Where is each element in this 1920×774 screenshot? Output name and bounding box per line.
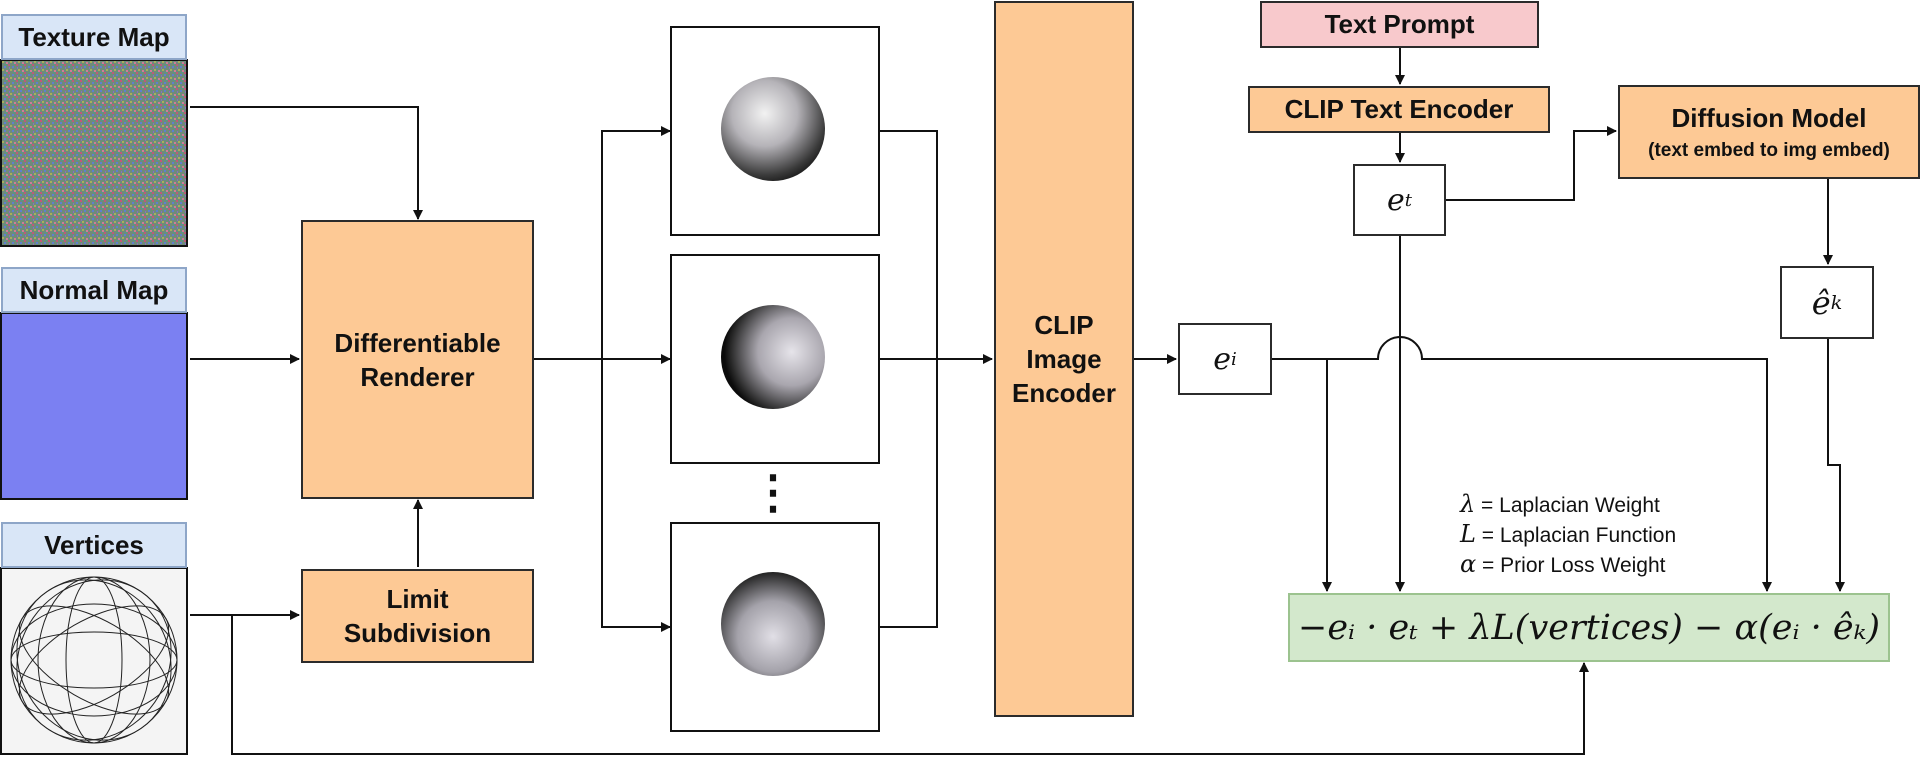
diffusion-model: Diffusion Model (text embed to img embed… — [1618, 85, 1920, 179]
differentiable-renderer: Differentiable Renderer — [301, 220, 534, 499]
diffusion-model-subtitle: (text embed to img embed) — [1648, 139, 1890, 161]
legend-symbol: λ — [1460, 490, 1476, 518]
vertices-label: Vertices — [1, 522, 187, 568]
normal-map-image — [0, 312, 188, 500]
et-symbol: e — [1387, 182, 1405, 218]
vertices-image — [0, 567, 188, 755]
rendered-sphere-3 — [721, 572, 825, 676]
legend-row-lambda: λ = Laplacian Weight — [1460, 490, 1676, 520]
diffusion-model-title: Diffusion Model — [1671, 102, 1867, 133]
legend-text: = Prior Loss Weight — [1476, 554, 1666, 577]
rendered-sphere-2 — [721, 305, 825, 409]
limit-subdivision: Limit Subdivision — [301, 569, 534, 663]
legend-text: = Laplacian Function — [1475, 524, 1677, 547]
normal-map-label: Normal Map — [1, 267, 187, 313]
texture-map-label: Texture Map — [1, 14, 187, 60]
legend-text: = Laplacian Weight — [1475, 494, 1660, 517]
wireframe-sphere — [10, 576, 178, 744]
et-subscript: t — [1404, 189, 1412, 211]
legend-symbol: α — [1460, 550, 1477, 578]
clip-text-encoder: CLIP Text Encoder — [1248, 86, 1550, 133]
texture-map-image — [0, 59, 188, 247]
symbol-legend: λ = Laplacian Weight L = Laplacian Funct… — [1460, 490, 1676, 580]
ei-subscript: i — [1231, 348, 1237, 370]
ek-subscript: k — [1830, 291, 1843, 314]
rendered-sphere-1 — [721, 77, 825, 181]
ek-symbol: ê — [1811, 283, 1831, 322]
ei-symbol: e — [1213, 341, 1231, 377]
legend-symbol: L — [1460, 520, 1476, 548]
clip-image-encoder: CLIP Image Encoder — [994, 1, 1134, 717]
more-views-ellipsis: ⋮ — [750, 466, 796, 518]
legend-row-l: L = Laplacian Function — [1460, 520, 1676, 550]
text-prompt: Text Prompt — [1260, 1, 1539, 48]
legend-row-alpha: α = Prior Loss Weight — [1460, 550, 1676, 580]
loss-formula: −eᵢ · eₜ + λL(vertices) − α(eᵢ · êₖ) — [1288, 593, 1890, 662]
